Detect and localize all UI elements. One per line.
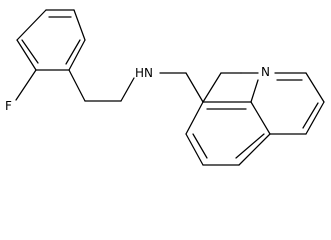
bond: [202, 72, 222, 103]
bond: [185, 133, 204, 166]
double-bond-line: [192, 133, 208, 159]
bond: [15, 69, 37, 101]
bond: [185, 101, 204, 135]
double-bond-line: [21, 39, 39, 64]
bond: [68, 39, 86, 71]
ring-nitrogen-label: N: [261, 65, 270, 79]
bond: [68, 69, 86, 102]
double-bond-line: [302, 102, 319, 129]
bond: [73, 9, 86, 41]
bond: [250, 101, 271, 135]
bond: [238, 133, 271, 166]
double-bond-line: [65, 39, 81, 65]
structure-canvas: F HN: [5, 9, 325, 166]
amine-label: HN: [135, 66, 153, 80]
bond: [185, 72, 204, 103]
ethyl-linker: [68, 69, 135, 102]
pyridine-ring: [202, 72, 325, 135]
bond: [16, 39, 37, 71]
fluorophenyl-ring: [16, 9, 86, 71]
bond: [305, 101, 325, 135]
molecule-diagram: F HN: [5, 9, 325, 166]
bond: [16, 9, 47, 41]
methylene-linker: [159, 72, 204, 103]
double-bond-line: [235, 133, 265, 159]
bond: [120, 77, 135, 102]
bond: [305, 72, 325, 103]
benzo-ring: [185, 101, 271, 166]
bond: [250, 79, 259, 103]
fluorine-label: F: [5, 99, 12, 113]
